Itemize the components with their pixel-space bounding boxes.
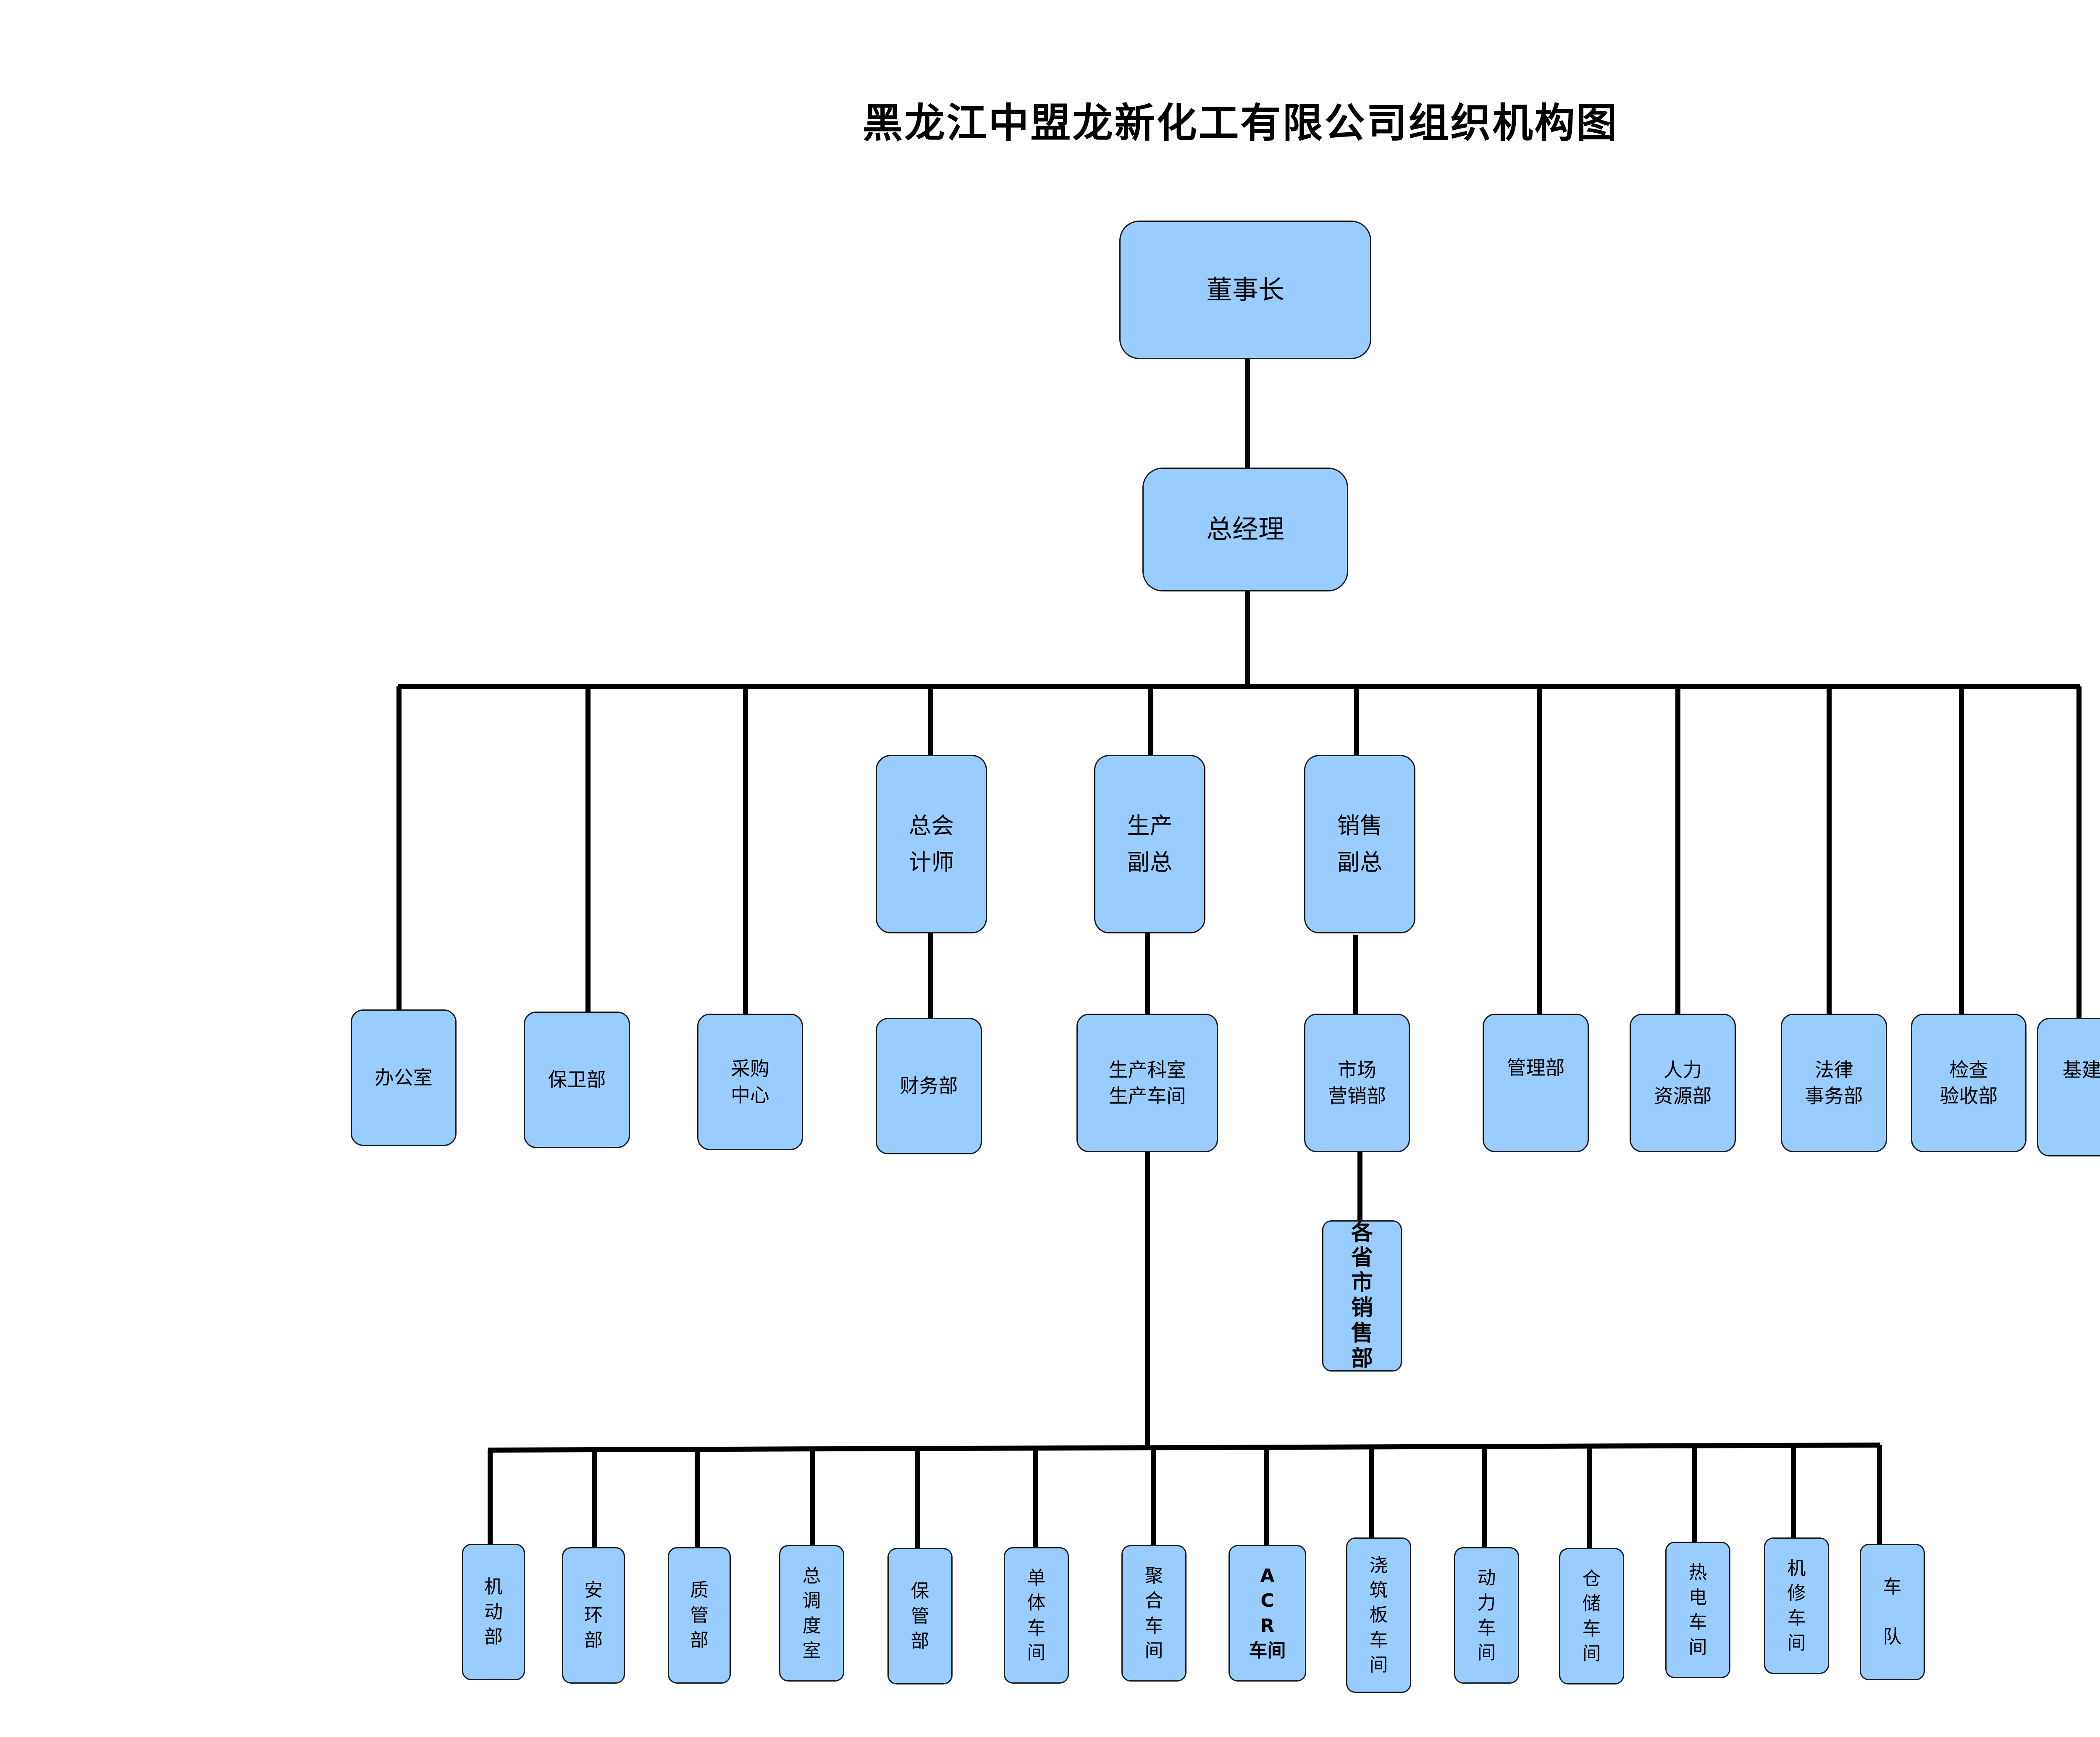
workshop-fleet: 车 队 bbox=[1860, 1544, 1925, 1680]
workshop-label: 浇 筑 板 车 间 bbox=[1369, 1554, 1388, 1676]
production-vp-label: 生产 副总 bbox=[1127, 812, 1173, 875]
security-label: 保卫部 bbox=[548, 1068, 606, 1091]
workshop-monomer: 单 体 车 间 bbox=[1004, 1547, 1069, 1684]
provincial-sales-box: 各 省 市 销 售 部 bbox=[1322, 1220, 1402, 1372]
workshop-machine-repair: 机 修 车 间 bbox=[1764, 1537, 1829, 1674]
hr-box: 人力 资源部 bbox=[1630, 1014, 1736, 1152]
legal-label: 法律 事务部 bbox=[1805, 1058, 1863, 1107]
workshop-warehouse: 仓 储 车 间 bbox=[1559, 1548, 1624, 1684]
production-label: 生产科室 生产车间 bbox=[1108, 1058, 1186, 1107]
workshop-label: A C R 车间 bbox=[1249, 1565, 1286, 1661]
general-manager-label: 总经理 bbox=[1206, 514, 1284, 545]
finance-box: 财务部 bbox=[876, 1018, 982, 1154]
workshop-label: 动 力 车 间 bbox=[1477, 1567, 1496, 1663]
workshop-label: 热 电 车 间 bbox=[1688, 1561, 1707, 1658]
office-label: 办公室 bbox=[375, 1066, 433, 1089]
chairman-label: 董事长 bbox=[1206, 274, 1284, 305]
workshop-polymerization: 聚 合 车 间 bbox=[1121, 1545, 1186, 1682]
purchasing-box: 采购 中心 bbox=[697, 1014, 803, 1150]
office-box: 办公室 bbox=[351, 1009, 457, 1146]
inspection-label: 检查 验收部 bbox=[1940, 1058, 1998, 1107]
marketing-box: 市场 营销部 bbox=[1304, 1014, 1410, 1152]
finance-label: 财务部 bbox=[900, 1075, 958, 1098]
workshop-label: 保 管 部 bbox=[911, 1580, 929, 1652]
workshop-label: 单 体 车 间 bbox=[1027, 1567, 1046, 1663]
page-title: 黑龙江中盟龙新化工有限公司组织机构图 bbox=[862, 100, 1619, 147]
workshop-label: 仓 储 车 间 bbox=[1582, 1568, 1601, 1664]
construction-box: 基建科 bbox=[2037, 1018, 2100, 1156]
workshop-label: 机 修 车 间 bbox=[1787, 1557, 1806, 1654]
chief-accountant-box: 总会 计师 bbox=[876, 755, 987, 933]
security-box: 保卫部 bbox=[524, 1012, 630, 1148]
workshop-dispatch-room: 总 调 度 室 bbox=[779, 1545, 844, 1682]
workshop-safety-environment: 安 环 部 bbox=[562, 1547, 625, 1684]
sales-vp-label: 销售 副总 bbox=[1337, 812, 1383, 875]
workshop-thermal-power: 热 电 车 间 bbox=[1665, 1542, 1730, 1678]
chairman-box: 董事长 bbox=[1119, 221, 1371, 359]
sales-vp-box: 销售 副总 bbox=[1304, 755, 1415, 933]
workshop-storage-dept: 保 管 部 bbox=[887, 1548, 953, 1684]
workshop-label: 质 管 部 bbox=[690, 1579, 709, 1651]
hr-label: 人力 资源部 bbox=[1654, 1058, 1712, 1107]
workshop-quality: 质 管 部 bbox=[668, 1547, 731, 1684]
workshop-label: 聚 合 车 间 bbox=[1144, 1565, 1163, 1661]
workshop-label: 总 调 度 室 bbox=[802, 1565, 821, 1661]
workshop-power: 动 力 车 间 bbox=[1454, 1547, 1519, 1684]
construction-label: 基建科 bbox=[2063, 1059, 2100, 1081]
workshop-cast-board: 浇 筑 板 车 间 bbox=[1346, 1537, 1411, 1693]
inspection-box: 检查 验收部 bbox=[1911, 1014, 2026, 1152]
workshop-label: 车 队 bbox=[1883, 1576, 1902, 1648]
general-manager-box: 总经理 bbox=[1142, 468, 1348, 591]
workshop-label: 机 动 部 bbox=[484, 1576, 503, 1648]
production-vp-box: 生产 副总 bbox=[1094, 755, 1205, 933]
marketing-label: 市场 营销部 bbox=[1328, 1058, 1386, 1107]
purchasing-label: 采购 中心 bbox=[731, 1057, 769, 1106]
production-box: 生产科室 生产车间 bbox=[1076, 1014, 1218, 1152]
legal-box: 法律 事务部 bbox=[1781, 1014, 1887, 1152]
workshop-mechanical-power: 机 动 部 bbox=[462, 1544, 525, 1680]
chief-accountant-label: 总会 计师 bbox=[908, 812, 954, 875]
management-label: 管理部 bbox=[1507, 1056, 1565, 1079]
workshop-label: 安 环 部 bbox=[584, 1579, 603, 1651]
provincial-sales-label: 各 省 市 销 售 部 bbox=[1351, 1220, 1373, 1371]
management-box: 管理部 bbox=[1483, 1014, 1589, 1152]
workshop-acr: A C R 车间 bbox=[1228, 1545, 1306, 1682]
